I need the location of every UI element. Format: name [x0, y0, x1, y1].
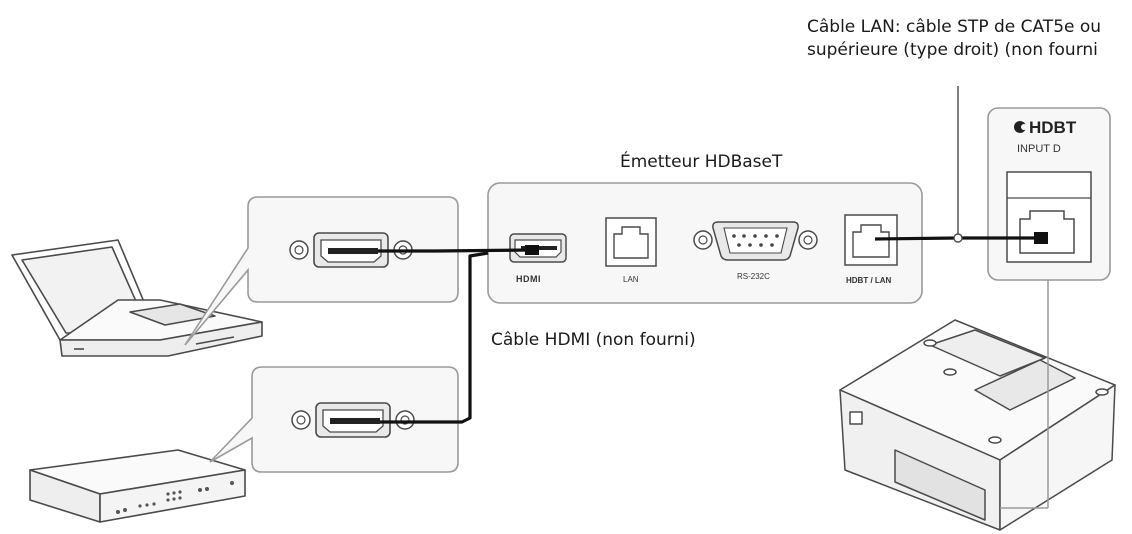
hdbaset-transmitter	[487, 182, 923, 304]
projector-input-d-label: INPUT D	[1017, 143, 1061, 155]
projector-illustration	[839, 319, 1116, 531]
lan-cable-label-line2: supérieure (type droit) (non fourni	[807, 40, 1098, 60]
laptop-illustration	[11, 239, 263, 357]
transmitter-lan-port	[605, 217, 657, 267]
lan-cable-label-line1: Câble LAN: câble STP de CAT5e ou	[807, 17, 1102, 37]
media-box-illustration	[29, 449, 246, 523]
box-hdmi-callout	[209, 366, 459, 473]
transmitter-hdmi-label: HDMI	[516, 274, 541, 284]
projector-hdbt-brand: HDBT	[1029, 118, 1077, 137]
transmitter-title: Émetteur HDBaseT	[620, 152, 783, 172]
transmitter-rs232c-port	[693, 221, 818, 261]
hdmi-cable-label: Câble HDMI (non fourni)	[491, 330, 696, 350]
transmitter-lan-label: LAN	[623, 275, 639, 284]
laptop-hdmi-callout	[184, 196, 459, 346]
transmitter-rs232c-label: RS-232C	[737, 272, 770, 281]
transmitter-hdbt-lan-label: HDBT / LAN	[846, 276, 892, 285]
